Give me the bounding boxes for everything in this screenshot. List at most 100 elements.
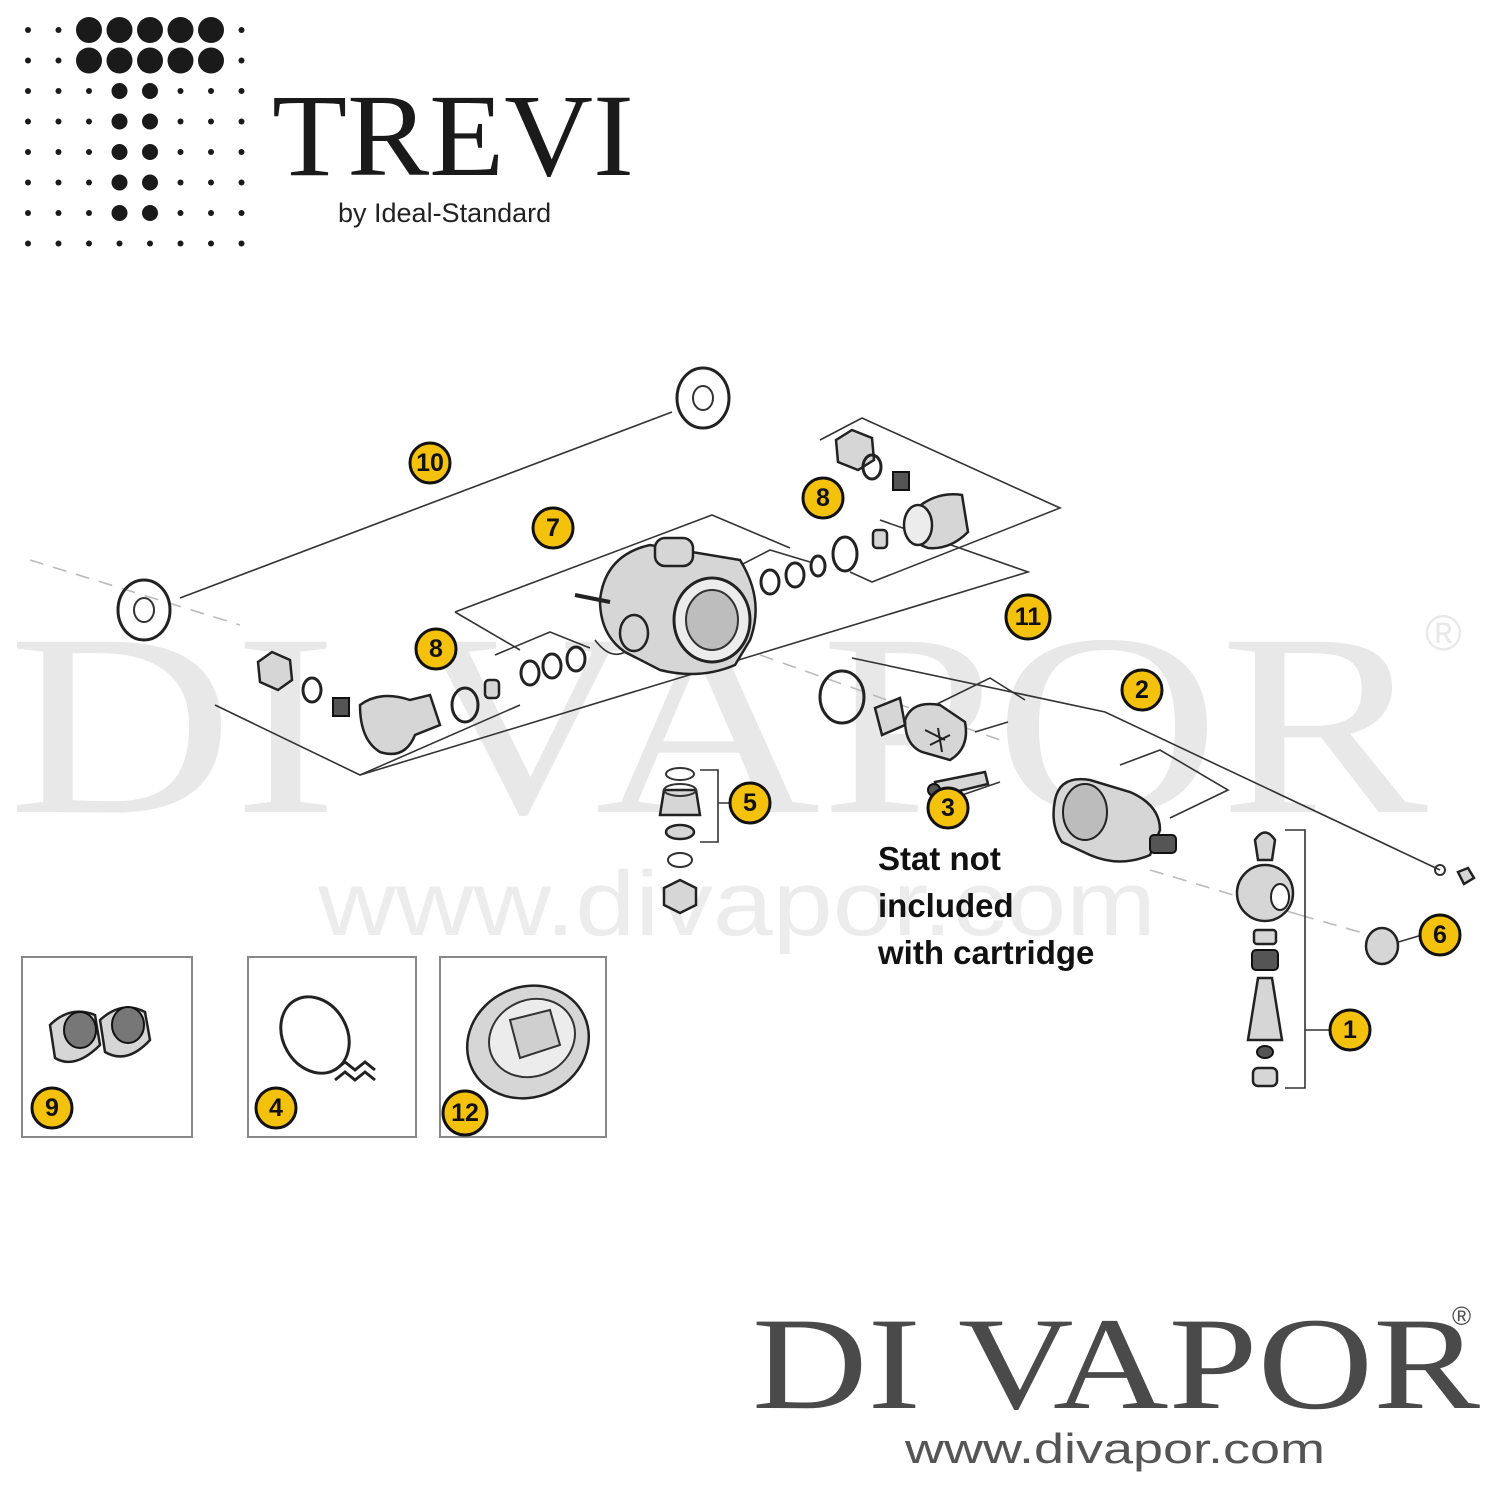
logo-dot-small — [25, 210, 31, 216]
fittings-right — [831, 428, 970, 573]
footer-logo-name: DI VAPOR — [752, 1290, 1480, 1437]
callout-5-label: 5 — [743, 789, 757, 817]
logo-dot-small — [25, 179, 31, 186]
logo-dot-small — [86, 149, 92, 155]
inset-boxes — [21, 956, 607, 1138]
footer-logo-url: www.divapor.com — [904, 1425, 1325, 1472]
logo-dot-small — [25, 149, 31, 155]
callout-3: 3 — [926, 786, 970, 830]
logo-dot-small — [25, 118, 31, 125]
logo-dot-small — [208, 240, 214, 247]
logo-dot-large — [76, 17, 102, 43]
logo-dot-small — [208, 210, 214, 216]
dot-matrix-logo-mark — [25, 17, 245, 247]
parts — [116, 366, 1476, 1088]
check-valve-stack — [658, 767, 702, 915]
logo-dot-small — [238, 27, 245, 33]
logo-dot-small — [238, 210, 245, 216]
callout-10-label: 10 — [416, 449, 444, 477]
flange-washer-right — [675, 366, 731, 430]
handle-spindle — [1235, 831, 1295, 1088]
note-line-1: Stat not — [878, 840, 1001, 877]
callout-6: 6 — [1418, 913, 1462, 957]
logo-dot-large — [106, 47, 133, 74]
logo-dot-small — [116, 240, 123, 247]
logo-dot-small — [55, 210, 62, 216]
logo-dot-small — [177, 240, 184, 247]
logo-dot-small — [86, 240, 92, 247]
cartridge-assembly — [818, 669, 1177, 863]
callout-12-label: 12 — [451, 1099, 479, 1127]
callout-9: 9 — [30, 1086, 74, 1130]
callout-7-label: 7 — [546, 514, 560, 542]
logo-dot-small — [177, 210, 184, 216]
callout-11-label: 11 — [1015, 603, 1042, 631]
logo-dot-large — [111, 83, 128, 99]
logo-dot-large — [111, 113, 128, 130]
callouts: 10 7 8 8 11 2 5 3 6 1 9 4 12 — [30, 441, 1462, 1137]
logo-dot-small — [86, 179, 92, 186]
callout-12: 12 — [441, 1089, 489, 1137]
logo-dot-small — [55, 57, 62, 64]
o-rings-right — [759, 554, 827, 596]
logo-dot-small — [86, 118, 92, 125]
logo-dot-large — [137, 17, 163, 43]
logo-dot-large — [142, 174, 158, 191]
callout-8-left-label: 8 — [429, 635, 443, 663]
logo-dot-small — [238, 179, 245, 186]
flange-washer-left — [116, 578, 172, 642]
logo-dot-small — [177, 149, 184, 155]
logo-dot-small — [177, 179, 184, 186]
logo-dot-small — [55, 179, 62, 186]
logo-dot-small — [55, 27, 62, 33]
fittings-left — [256, 650, 501, 756]
watermark-registered: ® — [1425, 605, 1462, 661]
logo-dot-small — [55, 240, 62, 247]
valve-body — [574, 536, 757, 676]
callout-10: 10 — [408, 441, 452, 485]
logo-dot-large — [198, 47, 224, 74]
logo-dot-small — [25, 57, 31, 64]
logo-dot-small — [238, 57, 245, 64]
callout-5: 5 — [728, 781, 772, 825]
callout-4: 4 — [254, 1086, 298, 1130]
logo-dot-small — [25, 27, 31, 33]
callout-11: 11 — [1004, 593, 1052, 641]
divapor-logo: DI VAPOR ® www.divapor.com — [752, 1290, 1480, 1472]
footer-logo-registered: ® — [1452, 1301, 1471, 1331]
brand-subtitle: by Ideal-Standard — [338, 198, 551, 228]
logo-dot-small — [86, 210, 92, 216]
logo-dot-large — [142, 205, 158, 221]
logo-dot-small — [238, 240, 245, 247]
logo-dot-small — [55, 118, 62, 125]
logo-dot-small — [238, 88, 245, 94]
note-line-2: included — [878, 887, 1014, 924]
trevi-logo: TREVI by Ideal-Standard — [25, 17, 634, 247]
logo-dot-large — [167, 47, 194, 74]
logo-dot-large — [142, 113, 158, 130]
logo-dot-small — [25, 240, 31, 247]
callout-4-label: 4 — [269, 1094, 283, 1122]
logo-dot-small — [25, 88, 31, 94]
logo-dot-small — [55, 149, 62, 155]
watermark-url: www.divapor.com — [317, 853, 1156, 955]
logo-dot-large — [106, 17, 133, 43]
handle-cap — [1364, 864, 1476, 966]
o-rings-left — [519, 645, 587, 687]
logo-dot-small — [55, 88, 62, 94]
callout-2-label: 2 — [1135, 676, 1149, 704]
logo-dot-small — [208, 149, 214, 155]
brand-name: TREVI — [272, 70, 634, 201]
logo-dot-large — [198, 17, 224, 43]
logo-dot-large — [111, 144, 128, 160]
callout-8-right-label: 8 — [816, 484, 830, 512]
note-line-3: with cartridge — [877, 934, 1094, 971]
callout-1: 1 — [1328, 1008, 1372, 1052]
logo-dot-small — [86, 88, 92, 94]
logo-dot-small — [177, 88, 184, 94]
stat-note: Stat not included with cartridge — [877, 840, 1094, 971]
logo-dot-large — [142, 83, 158, 99]
logo-dot-small — [177, 118, 184, 125]
logo-dot-large — [111, 174, 128, 191]
